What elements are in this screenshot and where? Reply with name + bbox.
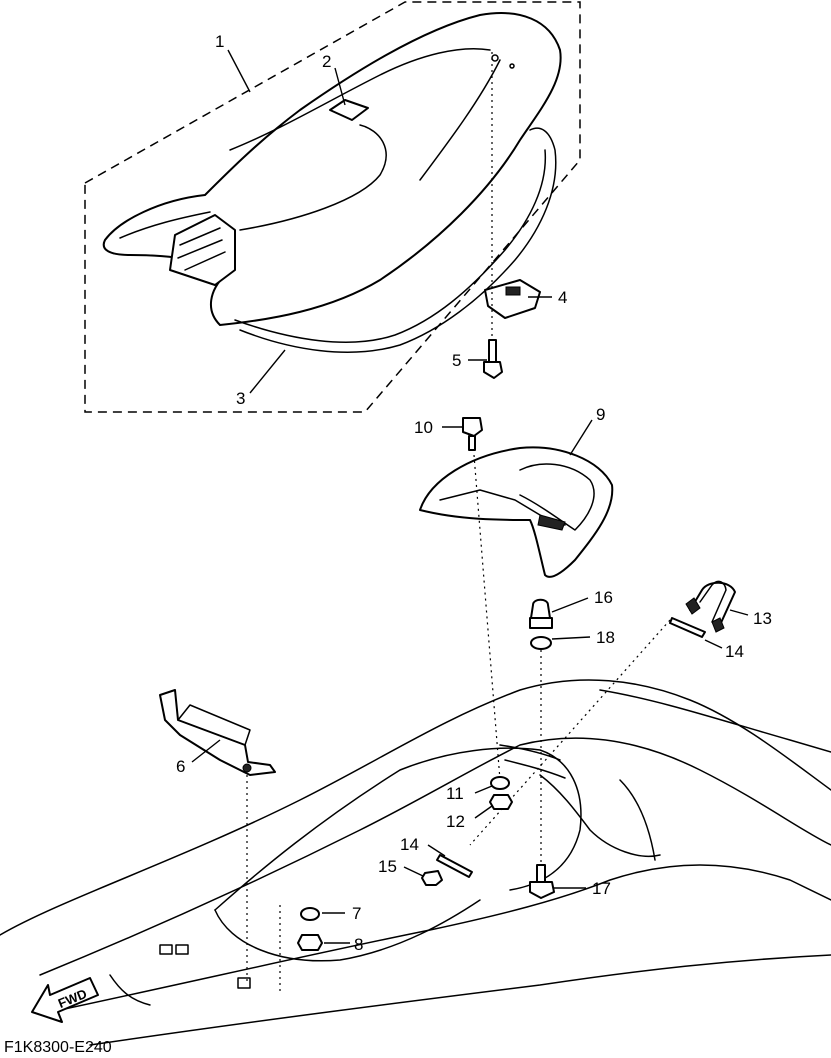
callout-16: 16 bbox=[594, 588, 613, 607]
nut-8 bbox=[297, 934, 323, 951]
bolt-5 bbox=[483, 339, 503, 379]
callout-4: 4 bbox=[558, 288, 567, 307]
mount-bracket bbox=[159, 689, 276, 776]
bolt-10 bbox=[462, 417, 483, 451]
callouts: 1 2 3 4 5 6 7 8 9 10 11 12 13 14 14 15 1… bbox=[176, 32, 772, 954]
callout-2: 2 bbox=[322, 52, 331, 71]
storage-tray bbox=[419, 446, 614, 578]
callout-14a: 14 bbox=[725, 642, 744, 661]
seat-assembly-boundary bbox=[84, 1, 581, 413]
u-bolt-axis bbox=[469, 619, 671, 846]
callout-1: 1 bbox=[215, 32, 224, 51]
callout-3: 3 bbox=[236, 389, 245, 408]
cap-nut-16 bbox=[529, 598, 553, 629]
bolt-10-axis bbox=[473, 454, 501, 781]
figure-code: F1K8300-E240 bbox=[4, 1039, 112, 1056]
nut-11 bbox=[490, 776, 510, 790]
callout-14b: 14 bbox=[400, 835, 419, 854]
hull-deck bbox=[0, 679, 831, 1046]
cotter-pin-14a bbox=[669, 617, 706, 638]
callout-11: 11 bbox=[446, 784, 464, 803]
callout-15: 15 bbox=[378, 857, 397, 876]
nut-15 bbox=[421, 870, 443, 886]
seat-lock-bracket bbox=[484, 279, 541, 319]
callout-13: 13 bbox=[753, 609, 772, 628]
seat bbox=[102, 12, 562, 326]
leader-lines bbox=[191, 49, 749, 944]
nut-7 bbox=[300, 907, 320, 921]
washer-18 bbox=[530, 636, 552, 650]
cotter-pin-14b bbox=[436, 854, 473, 878]
callout-18: 18 bbox=[596, 628, 615, 647]
callout-6: 6 bbox=[176, 757, 185, 776]
nut-12 bbox=[489, 794, 513, 810]
callout-7: 7 bbox=[352, 904, 361, 923]
bolt-17 bbox=[529, 864, 555, 899]
callout-9: 9 bbox=[596, 405, 605, 424]
callout-8: 8 bbox=[354, 935, 363, 954]
callout-17: 17 bbox=[592, 879, 611, 898]
callout-10: 10 bbox=[414, 418, 433, 437]
fwd-arrow: FWD bbox=[31, 977, 99, 1023]
seat-band bbox=[234, 127, 557, 353]
u-bolt bbox=[685, 580, 736, 633]
callout-5: 5 bbox=[452, 351, 461, 370]
callout-12: 12 bbox=[446, 812, 465, 831]
